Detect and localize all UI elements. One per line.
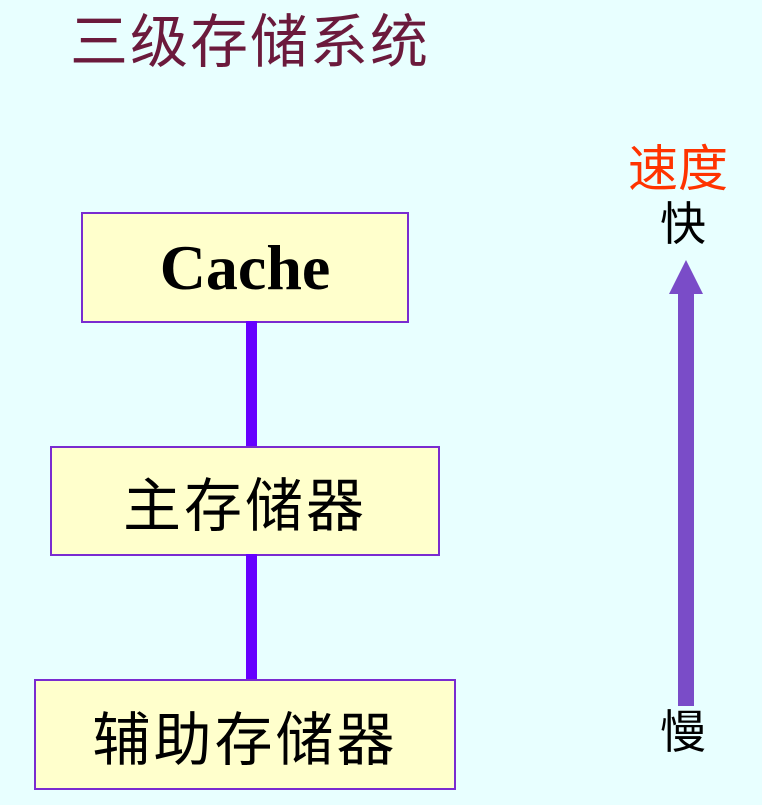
fast-label: 快: [660, 197, 706, 251]
auxiliary-storage-label: 辅助存储器: [92, 705, 398, 774]
connector-main-aux: [246, 554, 257, 681]
speed-axis-label: 速度: [628, 140, 728, 198]
slow-label: 慢: [660, 705, 706, 759]
auxiliary-storage-box: 辅助存储器: [34, 679, 456, 790]
connector-cache-main: [246, 321, 257, 448]
speed-arrow-icon: [669, 260, 703, 706]
speed-arrow-head: [669, 260, 703, 294]
cache-label: Cache: [159, 231, 331, 303]
page-title: 三级存储系统: [70, 8, 431, 76]
speed-arrow-shaft: [678, 293, 694, 706]
main-memory-box: 主存储器: [50, 446, 440, 556]
main-memory-label: 主存储器: [122, 472, 367, 540]
cache-box: Cache: [81, 212, 409, 323]
